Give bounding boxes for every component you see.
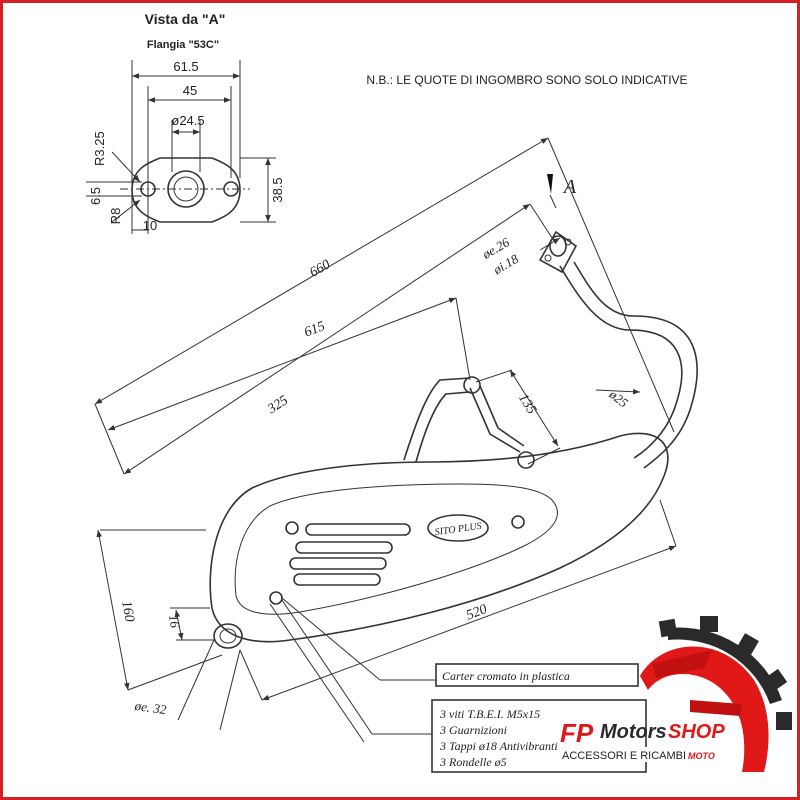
view-title: Vista da "A" xyxy=(145,11,226,27)
kit-line-2: 3 Guarnizioni xyxy=(439,723,507,737)
silencer-body xyxy=(209,432,669,649)
brand-badge xyxy=(427,514,489,542)
dim-6-5: 6.5 xyxy=(88,187,103,205)
view-arrow-marker xyxy=(547,174,557,209)
flange-label: Flangia "53C" xyxy=(147,39,219,51)
dim-38-5: 38.5 xyxy=(270,177,285,202)
logo-gear xyxy=(658,616,792,730)
mount-bracket xyxy=(403,376,535,469)
dim-61-5: 61.5 xyxy=(173,59,198,74)
dim-10: 10 xyxy=(143,218,157,233)
cover-callout-box xyxy=(435,663,639,687)
dim-45: 45 xyxy=(183,83,197,98)
dim-16: 16 xyxy=(166,614,183,630)
inlet-flange xyxy=(538,230,578,274)
logo-speed-arc xyxy=(640,646,769,772)
cover-callout-text: Carter cromato in plastica xyxy=(442,669,570,683)
exhaust-drawing xyxy=(94,137,698,731)
dim-outlet-diameter: øe. 32 xyxy=(133,698,168,717)
dim-325: 325 xyxy=(264,393,291,418)
dimension-note: N.B.: LE QUOTE DI INGOMBRO SONO SOLO IND… xyxy=(366,73,687,87)
logo-brand-shop: SHOP xyxy=(668,721,725,743)
dim-r8: R8 xyxy=(108,208,123,225)
dim-135: 135 xyxy=(515,391,539,417)
silencer-brand: SITO PLUS xyxy=(434,521,482,538)
dim-520: 520 xyxy=(464,602,489,624)
dim-615: 615 xyxy=(302,319,327,341)
dim-r3-25: R3.25 xyxy=(92,131,107,166)
kit-line-4: 3 Rondelle ø5 xyxy=(439,755,507,769)
logo-tagline-accent: MOTO xyxy=(688,751,715,761)
logo-brand-fp: FP xyxy=(560,718,594,748)
logo-tagline-bar xyxy=(560,747,720,762)
logo-brand-motors: Motors xyxy=(600,721,667,743)
outlet-pipe xyxy=(213,623,243,649)
kit-line-1: 3 viti T.B.E.I. M5x15 xyxy=(439,707,540,721)
callout-leaders xyxy=(269,597,436,743)
dim-160: 160 xyxy=(118,600,136,623)
kit-line-3: 3 Tappi ø18 Antivibranti xyxy=(439,739,558,753)
dim-bore: ø24.5 xyxy=(171,113,204,128)
logo-tagline: ACCESSORI E RICAMBI xyxy=(562,750,686,762)
fp-motors-shop-logo xyxy=(640,616,792,772)
dim-pipe-diameter: ø25 xyxy=(606,386,632,411)
